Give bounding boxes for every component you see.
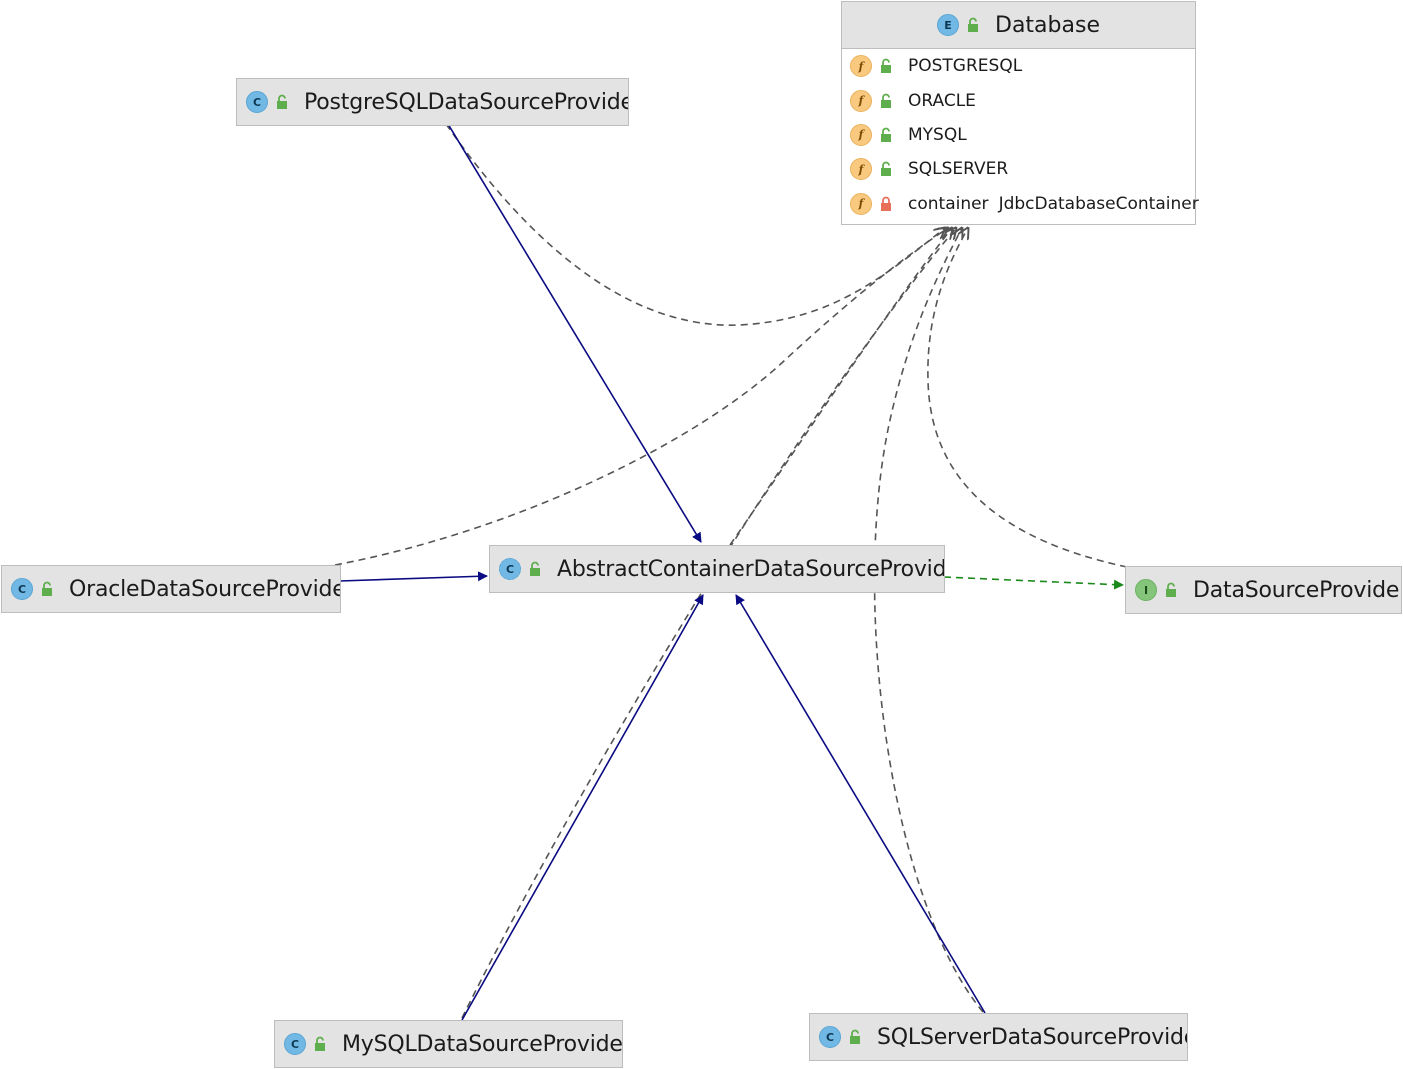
public-access-icon [315, 1036, 325, 1051]
public-access-icon [881, 127, 891, 142]
sqlserver-provider-node[interactable]: C SQLServerDataSourceProvider [809, 1013, 1188, 1061]
edge-abstract-uses-database[interactable] [729, 228, 952, 546]
edge-sqlserver-extends-abstract[interactable] [735, 594, 986, 1014]
static-field-icon: f [850, 89, 872, 112]
class-icon: C [246, 91, 268, 113]
abstract-provider-node[interactable]: C AbstractContainerDataSourceProvider [489, 545, 945, 593]
interface-icon: I [1135, 579, 1157, 601]
public-access-icon [881, 162, 891, 177]
enum-field-row[interactable]: f SQLSERVER [842, 152, 1195, 186]
class-icon: C [284, 1033, 306, 1055]
public-access-icon [277, 94, 287, 109]
edge-datasourceprovider-uses-database[interactable] [927, 228, 1128, 568]
field-name: container [908, 193, 989, 214]
database-enum-title: Database [995, 12, 1100, 38]
edge-mysql-extends-abstract[interactable] [461, 594, 704, 1021]
enum-field-row[interactable]: f POSTGRESQL [842, 49, 1195, 83]
edge-sqlserver-uses-database[interactable] [873, 228, 984, 1013]
mysql-provider-node[interactable]: C MySQLDataSourceProvider [274, 1020, 623, 1068]
public-access-icon [1166, 582, 1176, 597]
field-name: MYSQL [908, 124, 967, 145]
static-field-icon: f [850, 123, 872, 146]
static-field-icon: f [850, 55, 872, 78]
database-enum-header: E Database [842, 2, 1195, 49]
edge-abstract-implements-datasourceprovider[interactable] [943, 576, 1124, 590]
public-access-icon [42, 581, 52, 596]
public-access-icon [968, 17, 978, 32]
field-name: SQLSERVER [908, 159, 1009, 180]
class-name: OracleDataSourceProvider [69, 576, 341, 602]
oracle-provider-node[interactable]: C OracleDataSourceProvider [1, 565, 341, 613]
class-name: AbstractContainerDataSourceProvider [557, 556, 945, 582]
class-icon: C [819, 1026, 841, 1048]
field-name: POSTGRESQL [908, 56, 1023, 77]
postgres-provider-node[interactable]: C PostgreSQLDataSourceProvider [236, 78, 629, 126]
field-icon: f [850, 192, 872, 215]
static-field-icon: f [850, 158, 872, 181]
enum-field-row[interactable]: f ORACLE [842, 83, 1195, 117]
edge-oracle-uses-database[interactable] [334, 228, 948, 566]
class-name: PostgreSQLDataSourceProvider [304, 89, 629, 115]
class-name: SQLServerDataSourceProvider [877, 1024, 1188, 1050]
class-icon: C [11, 578, 33, 600]
enum-field-row[interactable]: f MYSQL [842, 118, 1195, 152]
private-access-icon [881, 196, 891, 211]
edge-mysql-uses-database[interactable] [461, 228, 956, 1019]
enum-field-row[interactable]: f container JdbcDatabaseContainer [842, 187, 1199, 221]
field-type: JdbcDatabaseContainer [998, 193, 1199, 214]
enum-icon: E [937, 14, 959, 36]
public-access-icon [530, 561, 540, 576]
class-name: MySQLDataSourceProvider [342, 1031, 623, 1057]
datasource-provider-interface-node[interactable]: I DataSourceProvider [1125, 566, 1402, 614]
public-access-icon [881, 58, 891, 74]
public-access-icon [881, 93, 891, 108]
field-name: ORACLE [908, 90, 976, 111]
public-access-icon [850, 1029, 860, 1044]
interface-name: DataSourceProvider [1193, 577, 1402, 603]
database-enum-node[interactable]: E Database f POSTGRESQL f ORACLE f [841, 1, 1199, 225]
edge-oracle-extends-abstract[interactable] [339, 571, 488, 582]
edge-postgres-extends-abstract[interactable] [447, 123, 702, 543]
abstract-class-icon: C [499, 558, 521, 580]
